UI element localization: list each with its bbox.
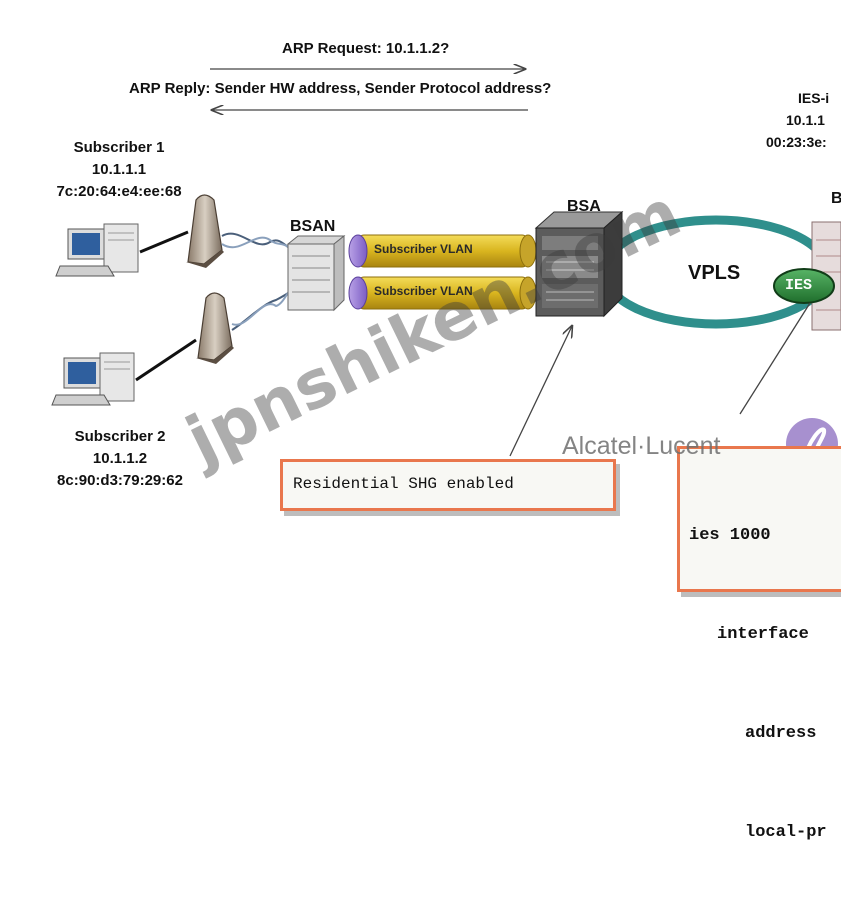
vpls-label: VPLS bbox=[688, 262, 741, 284]
bsan-device-icon bbox=[286, 234, 346, 312]
bsr-label: B bbox=[831, 190, 841, 207]
subscriber-2-ip: 10.1.1.2 bbox=[92, 450, 148, 467]
ies-pointer-line bbox=[739, 302, 811, 415]
ies-info-block: IES-i 10.1.1 00:23:3e: bbox=[766, 87, 841, 153]
ies-info-line2: 10.1.1 bbox=[786, 112, 825, 128]
config-line-3: address bbox=[745, 724, 817, 743]
vlan-pipe-2 bbox=[348, 276, 537, 310]
vlan-label-1: Subscriber VLAN bbox=[374, 242, 473, 256]
subscriber-1-block: Subscriber 1 10.1.1.1 7c:20:64:e4:ee:68 bbox=[22, 137, 216, 203]
subscriber-2-mac: 8c:90:d3:79:29:62 bbox=[57, 472, 183, 489]
subscriber-1-mac: 7c:20:64:e4:ee:68 bbox=[56, 183, 182, 200]
residential-shg-callout: Residential SHG enabled bbox=[280, 459, 616, 511]
subscriber-1-ip: 10.1.1.1 bbox=[91, 161, 147, 178]
arp-request-label: ARP Request: 10.1.1.2? bbox=[282, 40, 450, 57]
ies-config-callout: ies 1000 interface address local-pr bbox=[677, 446, 841, 842]
ies-ellipse bbox=[773, 268, 835, 304]
modem-2-icon bbox=[196, 292, 234, 364]
residential-shg-text: Residential SHG enabled bbox=[293, 475, 514, 493]
subscriber-2-block: Subscriber 2 10.1.1.2 8c:90:d3:79:29:62 bbox=[18, 426, 222, 492]
bsan-label: BSAN bbox=[290, 218, 336, 235]
config-line-4: local-pr bbox=[745, 823, 827, 842]
subscriber-1-pc-icon bbox=[55, 223, 139, 277]
vlan-pipe-1 bbox=[348, 234, 537, 268]
config-line-2: interface bbox=[717, 625, 809, 644]
subscriber-1-name: Subscriber 1 bbox=[73, 139, 165, 156]
ies-label: IES bbox=[785, 277, 813, 294]
shg-pointer-line bbox=[509, 326, 572, 457]
bsa-label: BSA bbox=[567, 198, 601, 215]
ies-config-lines: ies 1000 interface address local-pr bbox=[689, 453, 827, 915]
diagram-canvas bbox=[51, 0, 841, 470]
modem-1-icon bbox=[186, 194, 224, 268]
vlan-label-2: Subscriber VLAN bbox=[374, 284, 473, 298]
ies-info-line3: 00:23:3e: bbox=[766, 134, 827, 150]
bsa-router-icon bbox=[534, 210, 624, 318]
alcatel-lucent-logo-text: Alcatel·Lucent bbox=[562, 432, 721, 460]
subscriber-2-pc-icon bbox=[51, 352, 135, 406]
ies-info-line1: IES-i bbox=[798, 90, 830, 106]
arp-reply-label: ARP Reply: Sender HW address, Sender Pro… bbox=[129, 80, 552, 97]
subscriber-2-name: Subscriber 2 bbox=[74, 428, 166, 445]
config-line-1: ies 1000 bbox=[689, 526, 771, 545]
